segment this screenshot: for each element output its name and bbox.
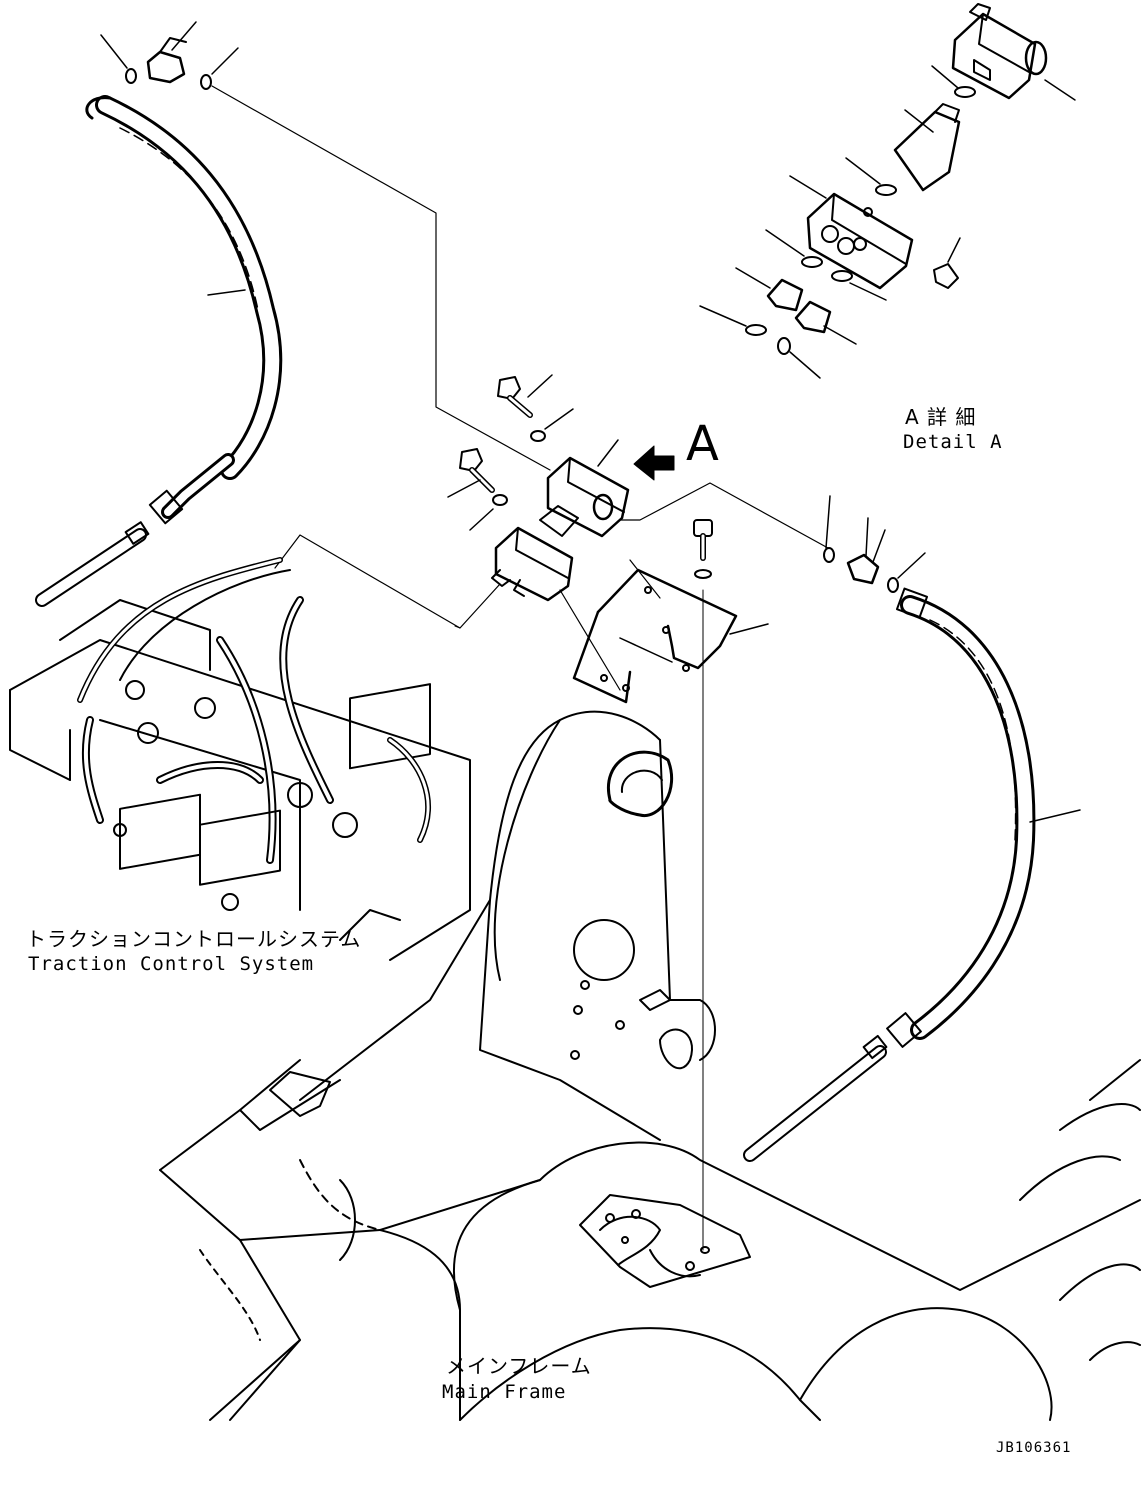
right-hose: [743, 495, 1081, 1162]
traction-control-system: [9, 557, 471, 961]
view-a-callout: A: [686, 416, 719, 472]
left-hose: [85, 95, 283, 525]
view-arrow-icon: [633, 445, 675, 481]
traction-control-label-jp: トラクションコントロールシステム: [26, 927, 362, 951]
left-fittings: [100, 21, 239, 90]
detail-a-label-jp: A 詳 細: [905, 405, 977, 429]
drawing-number: JB106361: [996, 1440, 1072, 1456]
main-frame-label-jp: メインフレーム: [446, 1354, 592, 1378]
detail-a-parts: [699, 3, 1076, 379]
detail-a-label-en: Detail A: [903, 431, 1003, 453]
main-frame: [159, 710, 1141, 1421]
traction-control-label-en: Traction Control System: [28, 953, 315, 975]
valve-assembly: [274, 374, 829, 1254]
left-pipe: [35, 521, 150, 607]
main-frame-label-en: Main Frame: [442, 1381, 567, 1403]
